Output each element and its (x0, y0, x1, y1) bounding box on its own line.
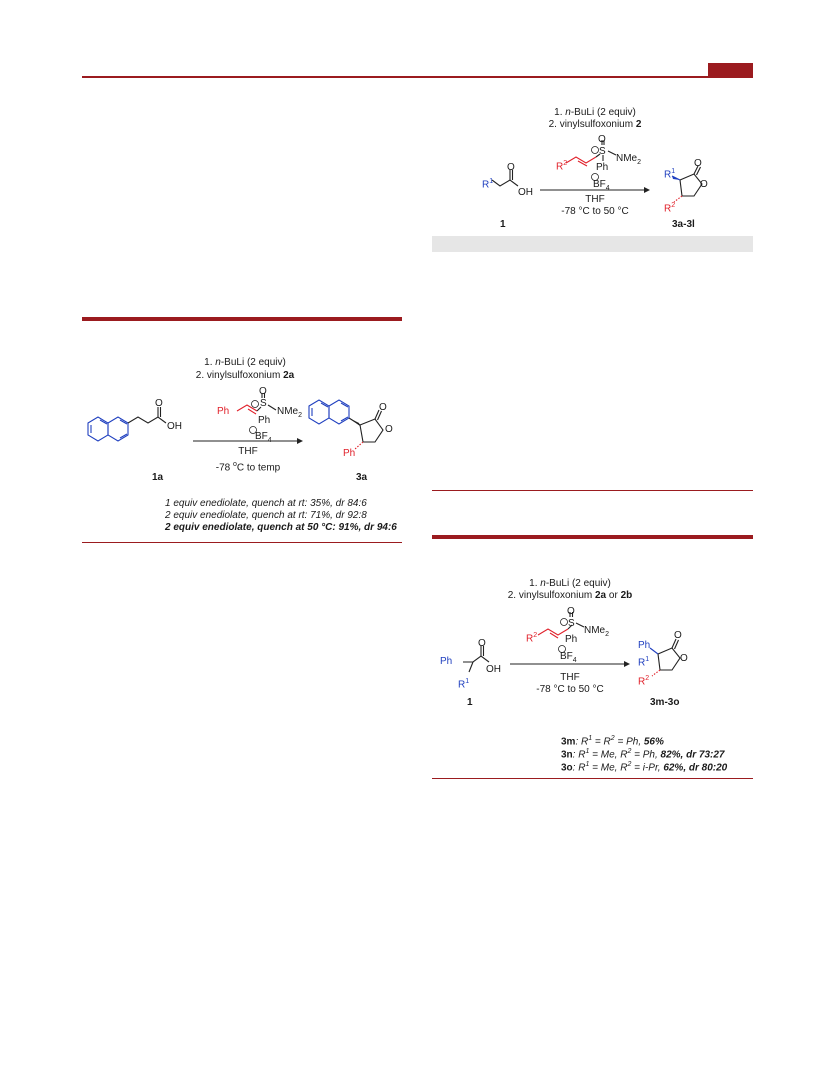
prod-carbonyl-o-label: O (379, 402, 387, 413)
solvent-text: THF (560, 672, 580, 683)
step1-text: 1. n-BuLi (2 equiv) (529, 578, 611, 589)
reaction-arrow (540, 187, 650, 193)
prod-ph-label: Ph (343, 448, 356, 459)
reagent-s-label: S (568, 618, 575, 629)
sm-r1-label: R1 (458, 678, 470, 691)
reagent-o-label: O (259, 386, 267, 397)
reagent-nme2-label: NMe2 (277, 406, 303, 419)
reagent-ph-label: Ph (596, 162, 609, 173)
conditions-text: -78 °C to 50 °C (536, 684, 604, 695)
left-scheme-top-rule (82, 317, 402, 321)
result-line-1: 1 equiv enediolate, quench at rt: 35%, d… (165, 498, 367, 509)
prod-r2-label: R2 (638, 675, 650, 688)
prod-compound-label: 3m-3o (650, 697, 680, 708)
bottom-right-top-rule (432, 535, 753, 539)
sm-ph-label: Ph (440, 656, 453, 667)
result-line-2: 2 equiv enediolate, quench at rt: 71%, d… (165, 510, 367, 521)
sm-oh-label: OH (167, 421, 182, 432)
prod-r1-label: R1 (664, 168, 676, 181)
result-3o: 3o: R1 = Me, R2 = i-Pr, 62%, dr 80:20 (561, 761, 728, 774)
reagent-ph-vinyl-label: Ph (217, 406, 230, 417)
reagent-structure (537, 612, 585, 653)
header-page-tab (708, 63, 753, 77)
conditions-text: -78 oC to temp (215, 461, 281, 474)
step1-text: 1. n-BuLi (2 equiv) (554, 107, 636, 118)
sm-r1-label: R1 (482, 178, 494, 191)
reagent-r2-label: R2 (556, 160, 568, 173)
reaction-arrow (193, 438, 303, 444)
bottom-right-bottom-rule (432, 778, 753, 779)
step1-text: 1. n-BuLi (2 equiv) (204, 357, 286, 368)
reagent-o-label: O (598, 134, 606, 145)
prod-r2-label: R2 (664, 202, 676, 215)
reagent-bf4-label: BF4 (593, 179, 610, 192)
prod-compound-label: 3a (356, 472, 368, 483)
reagent-r2-label: R2 (526, 632, 538, 645)
sm-o-label: O (478, 638, 486, 649)
prod-carbonyl-o-label: O (674, 630, 682, 641)
reagent-s-label: S (260, 398, 267, 409)
result-3m: 3m: R1 = R2 = Ph, 56% (561, 735, 664, 748)
sm-oh-label: OH (486, 664, 501, 675)
prod-compound-label: 3a-3l (672, 219, 695, 230)
product-structure (649, 638, 681, 677)
product-structure (308, 399, 384, 450)
reagent-structure (565, 140, 617, 181)
solvent-text: THF (238, 446, 258, 457)
reaction-arrow (510, 661, 630, 667)
result-3n: 3n: R1 = Me, R2 = Ph, 82%, dr 73:27 (561, 748, 725, 761)
table-bottom-rule (432, 490, 753, 491)
reagent-bf4-label: BF4 (560, 651, 577, 664)
result-line-3: 2 equiv enediolate, quench at 50 °C: 91%… (165, 522, 397, 533)
prod-ring-o-label: O (680, 653, 688, 664)
left-scheme-bottom-rule (82, 542, 402, 543)
prod-ring-o-label: O (385, 424, 393, 435)
starting-material-structure (491, 170, 519, 187)
reagent-o-label: O (567, 606, 575, 617)
reagent-structure (236, 393, 277, 434)
prod-ph-label: Ph (638, 640, 651, 651)
sm-o-label: O (155, 398, 163, 409)
reagent-ph-label: Ph (258, 415, 271, 426)
prod-r1-label: R1 (638, 656, 650, 669)
sm-compound-label: 1 (467, 697, 473, 708)
prod-ring-o-label: O (700, 179, 708, 190)
table-header-bar (432, 236, 753, 252)
reagent-nme2-label: NMe2 (616, 153, 642, 166)
step2-text: 2. vinylsulfoxonium 2a (195, 370, 295, 381)
sm-o-label: O (507, 162, 515, 173)
starting-material-structure (87, 407, 167, 442)
product-structure (671, 165, 703, 203)
step2-text: 2. vinylsulfoxonium 2a or 2b (507, 590, 633, 601)
sm-compound-label: 1a (152, 472, 164, 483)
conditions-text: -78 °C to 50 °C (561, 206, 629, 217)
sm-compound-label: 1 (500, 219, 506, 230)
starting-material-structure (463, 646, 490, 673)
sm-oh-label: OH (518, 187, 533, 198)
solvent-text: THF (585, 194, 605, 205)
reagent-ph-label: Ph (565, 634, 578, 645)
step2-text: 2. vinylsulfoxonium 2 (548, 119, 642, 130)
header-rule (82, 76, 753, 78)
prod-carbonyl-o-label: O (694, 158, 702, 169)
reagent-s-label: S (599, 146, 606, 157)
reagent-nme2-label: NMe2 (584, 625, 610, 638)
